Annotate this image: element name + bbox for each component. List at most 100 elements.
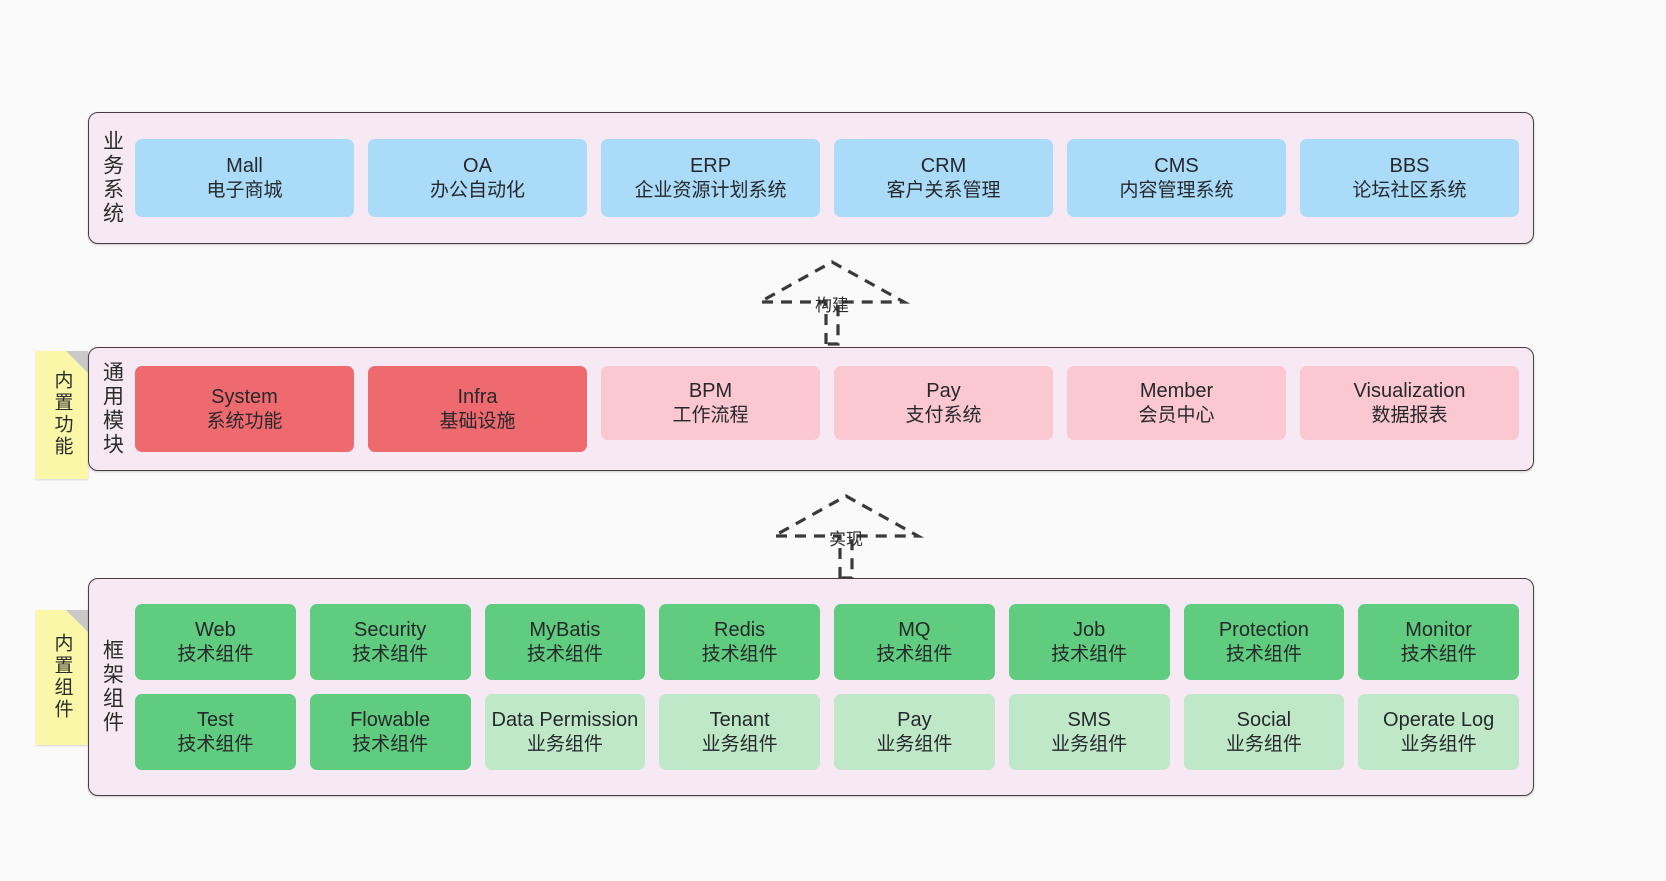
node-mybatis[interactable]: MyBatis 技术组件 (484, 604, 646, 680)
node-title: Data Permission (491, 709, 639, 732)
node-web[interactable]: Web 技术组件 (135, 604, 296, 680)
node-protection[interactable]: Protection 技术组件 (1183, 604, 1345, 680)
connector-label-implement: 实现 (829, 530, 863, 549)
node-subtitle: 系统功能 (206, 410, 283, 432)
node-subtitle: 技术组件 (1225, 643, 1302, 665)
node-subtitle: 技术组件 (352, 733, 429, 755)
node-title: Tenant (709, 709, 770, 732)
node-title: Pay (897, 709, 932, 732)
node-title: Protection (1218, 619, 1309, 642)
node-mall[interactable]: Mall 电子商城 (135, 139, 354, 217)
node-title: OA (463, 155, 492, 178)
node-title: Visualization (1353, 380, 1466, 403)
node-sms[interactable]: SMS 业务组件 (1008, 694, 1170, 770)
node-subtitle: 企业资源计划系统 (634, 179, 787, 201)
layer-body-framework-component: Web 技术组件 Security 技术组件 MyBatis 技术组件 Redi… (135, 579, 1533, 795)
node-subtitle: 办公自动化 (429, 179, 525, 201)
node-title: CMS (1154, 155, 1199, 178)
node-subtitle: 业务组件 (701, 733, 778, 755)
node-infra[interactable]: Infra 基础设施 (368, 366, 587, 452)
node-subtitle: 客户关系管理 (886, 179, 1001, 201)
node-member[interactable]: Member 会员中心 (1067, 366, 1286, 440)
node-row: System 系统功能 Infra 基础设施 BPM 工作流程 Pay 支付系统… (135, 366, 1519, 452)
node-title: SMS (1067, 709, 1111, 732)
node-title: Infra (457, 386, 498, 409)
node-title: MyBatis (529, 619, 601, 642)
node-job[interactable]: Job 技术组件 (1008, 604, 1170, 680)
node-title: Web (194, 619, 236, 642)
node-subtitle: 技术组件 (701, 643, 778, 665)
node-title: Flowable (350, 709, 431, 732)
node-mq[interactable]: MQ 技术组件 (834, 604, 995, 680)
node-subtitle: 业务组件 (1225, 733, 1302, 755)
node-subtitle: 业务组件 (1051, 733, 1128, 755)
node-title: System (211, 386, 278, 409)
node-cms[interactable]: CMS 内容管理系统 (1067, 139, 1286, 217)
node-subtitle: 技术组件 (876, 643, 953, 665)
node-subtitle: 内容管理系统 (1119, 179, 1234, 201)
node-subtitle: 业务组件 (876, 733, 953, 755)
node-crm[interactable]: CRM 客户关系管理 (834, 139, 1053, 217)
node-flowable[interactable]: Flowable 技术组件 (309, 694, 471, 770)
connector-implement-arrow (767, 494, 925, 580)
node-row: Mall 电子商城 OA 办公自动化 ERP 企业资源计划系统 CRM 客户关系… (135, 139, 1519, 217)
node-subtitle: 工作流程 (672, 404, 749, 426)
node-data-permission[interactable]: Data Permission 业务组件 (484, 694, 646, 770)
node-oa[interactable]: OA 办公自动化 (368, 139, 587, 217)
layer-title-framework-component: 框架组件 (100, 639, 124, 735)
layer-panel-common-module: 通用模块 System 系统功能 Infra 基础设施 BPM 工作流程 Pay… (88, 347, 1534, 471)
node-subtitle: 技术组件 (526, 643, 603, 665)
sticky-note-label: 内置组件 (51, 632, 73, 721)
node-title: BPM (688, 380, 733, 403)
node-subtitle: 会员中心 (1138, 404, 1215, 426)
connector-build-arrow (753, 260, 911, 346)
layer-body-business-system: Mall 电子商城 OA 办公自动化 ERP 企业资源计划系统 CRM 客户关系… (135, 113, 1533, 243)
node-title: Mall (226, 155, 263, 178)
node-system[interactable]: System 系统功能 (135, 366, 354, 452)
node-operate-log[interactable]: Operate Log 业务组件 (1358, 694, 1519, 770)
node-title: Pay (926, 380, 961, 403)
node-row: Test 技术组件 Flowable 技术组件 Data Permission … (135, 694, 1519, 770)
node-subtitle: 基础设施 (439, 410, 516, 432)
node-row: Web 技术组件 Security 技术组件 MyBatis 技术组件 Redi… (135, 604, 1519, 680)
node-security[interactable]: Security 技术组件 (309, 604, 471, 680)
sticky-fold-corner-icon (66, 351, 88, 373)
node-test[interactable]: Test 技术组件 (135, 694, 296, 770)
node-title: Test (197, 709, 234, 732)
node-subtitle: 技术组件 (1400, 643, 1477, 665)
node-pay-module[interactable]: Pay 支付系统 (834, 366, 1053, 440)
layer-title-common-module: 通用模块 (100, 361, 124, 457)
node-subtitle: 电子商城 (206, 179, 283, 201)
node-title: MQ (898, 619, 931, 642)
node-tenant[interactable]: Tenant 业务组件 (659, 694, 820, 770)
node-pay-component[interactable]: Pay 业务组件 (834, 694, 995, 770)
node-title: Social (1236, 709, 1292, 732)
node-title: Monitor (1405, 619, 1472, 642)
node-subtitle: 业务组件 (1400, 733, 1477, 755)
node-subtitle: 业务组件 (526, 733, 603, 755)
node-subtitle: 技术组件 (177, 643, 254, 665)
node-redis[interactable]: Redis 技术组件 (659, 604, 820, 680)
connector-label-build: 构建 (815, 296, 849, 315)
layer-panel-business-system: 业务系统 Mall 电子商城 OA 办公自动化 ERP 企业资源计划系统 CRM… (88, 112, 1534, 244)
node-title: Member (1139, 380, 1214, 403)
layer-title-business-system: 业务系统 (100, 130, 124, 226)
node-title: Job (1073, 619, 1106, 642)
node-title: Security (354, 619, 427, 642)
node-erp[interactable]: ERP 企业资源计划系统 (601, 139, 820, 217)
node-social[interactable]: Social 业务组件 (1183, 694, 1345, 770)
sticky-note-builtin-function: 内置功能 (36, 351, 88, 479)
node-title: Redis (714, 619, 766, 642)
node-visualization[interactable]: Visualization 数据报表 (1300, 366, 1519, 440)
sticky-note-label: 内置功能 (51, 370, 73, 458)
sticky-fold-corner-icon (66, 610, 88, 632)
node-bpm[interactable]: BPM 工作流程 (601, 366, 820, 440)
node-title: CRM (920, 155, 967, 178)
node-subtitle: 技术组件 (1051, 643, 1128, 665)
node-monitor[interactable]: Monitor 技术组件 (1358, 604, 1519, 680)
node-subtitle: 论坛社区系统 (1352, 179, 1467, 201)
node-bbs[interactable]: BBS 论坛社区系统 (1300, 139, 1519, 217)
node-subtitle: 数据报表 (1371, 404, 1448, 426)
layer-panel-framework-component: 框架组件 Web 技术组件 Security 技术组件 MyBatis 技术组件… (88, 578, 1534, 796)
